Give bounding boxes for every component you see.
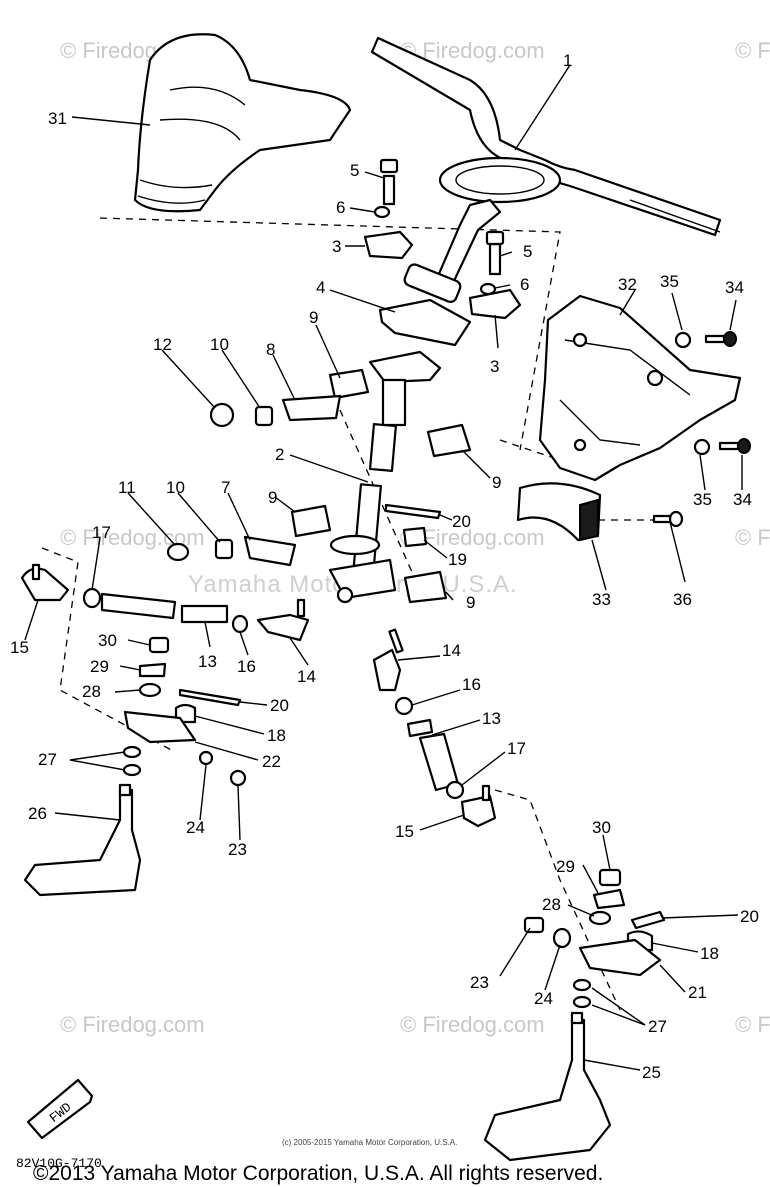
callout-8: 8: [266, 340, 275, 359]
callout-7: 7: [221, 478, 230, 497]
callout-29: 29: [90, 657, 109, 676]
part-bolts-right: [652, 331, 751, 528]
fine-print: (c) 2005-2015 Yamaha Motor Corporation, …: [282, 1138, 457, 1147]
callout-20: 20: [452, 512, 471, 531]
callout-5: 5: [350, 161, 359, 180]
callout-26: 26: [28, 804, 47, 823]
callout-3: 3: [490, 357, 499, 376]
callout-29: 29: [556, 857, 575, 876]
callout-10: 10: [166, 478, 185, 497]
part-pins: [384, 503, 442, 548]
drawing-code: 82V10G-7170: [16, 1156, 102, 1171]
callout-6: 6: [520, 275, 529, 294]
callout-22: 22: [262, 752, 281, 771]
callout-34: 34: [733, 490, 752, 509]
callout-6: 6: [336, 198, 345, 217]
callout-33: 33: [592, 590, 611, 609]
part-bushings: [166, 368, 472, 604]
callout-20: 20: [270, 696, 289, 715]
callout-2: 2: [275, 445, 284, 464]
callout-13: 13: [482, 709, 501, 728]
callout-25: 25: [642, 1063, 661, 1082]
watermark-site: © Firedog.com: [60, 1012, 205, 1037]
callout-17: 17: [507, 739, 526, 758]
callout-15: 15: [395, 822, 414, 841]
callout-20: 20: [740, 907, 759, 926]
leader-lines: [24, 64, 743, 1071]
callout-1: 1: [563, 51, 572, 70]
watermark-site: © Firedog.com: [735, 525, 770, 550]
callout-15: 15: [10, 638, 29, 657]
watermark-site: © Firedog.com: [735, 1012, 770, 1037]
callout-23: 23: [470, 973, 489, 992]
part-frame-bracket: [538, 294, 742, 482]
callout-12: 12: [153, 335, 172, 354]
callout-5: 5: [523, 242, 532, 261]
part-pad: [516, 482, 602, 542]
callout-16: 16: [462, 675, 481, 694]
callout-9: 9: [466, 593, 475, 612]
callout-17: 17: [92, 523, 111, 542]
callout-28: 28: [82, 682, 101, 701]
callout-18: 18: [700, 944, 719, 963]
callout-16: 16: [237, 657, 256, 676]
callout-35: 35: [693, 490, 712, 509]
callout-32: 32: [618, 275, 637, 294]
callout-9: 9: [309, 308, 318, 327]
part-steering-column: [328, 350, 442, 604]
callout-36: 36: [673, 590, 692, 609]
watermark-site: © Firedog.com: [400, 1012, 545, 1037]
callout-9: 9: [268, 488, 277, 507]
callout-14: 14: [297, 667, 316, 686]
callout-24: 24: [186, 818, 205, 837]
callout-14: 14: [442, 641, 461, 660]
callout-10: 10: [210, 335, 229, 354]
callout-30: 30: [98, 631, 117, 650]
part-tie-rod-left: [20, 563, 310, 642]
callout-18: 18: [267, 726, 286, 745]
callout-35: 35: [660, 272, 679, 291]
callout-numbers: 1 2 3 3 4 5 5 6 6 7 8 9 9 9 9 10 10 11 1…: [10, 51, 759, 1082]
part-knuckle-left: [23, 636, 247, 897]
callout-11: 11: [118, 478, 136, 497]
callout-34: 34: [725, 278, 744, 297]
callout-4: 4: [316, 278, 325, 297]
callout-27: 27: [38, 750, 57, 769]
part-tie-rod-right: [372, 628, 497, 828]
callout-28: 28: [542, 895, 561, 914]
callout-3: 3: [332, 237, 341, 256]
callout-21: 21: [688, 983, 707, 1002]
callout-23: 23: [228, 840, 247, 859]
fwd-arrow-icon: FWD: [26, 1078, 94, 1140]
callout-9: 9: [492, 473, 501, 492]
callout-24: 24: [534, 989, 553, 1008]
callout-30: 30: [592, 818, 611, 837]
callout-19: 19: [448, 550, 467, 569]
part-handlebar: [370, 36, 722, 303]
part-steering-cover: [133, 33, 352, 213]
callout-27: 27: [648, 1017, 667, 1036]
part-knuckle-right: [483, 868, 666, 1162]
callout-31: 31: [48, 109, 67, 128]
watermark-site: © Firedog.com: [735, 38, 770, 63]
part-holders: [363, 158, 522, 347]
copyright-notice: ©2013 Yamaha Motor Corporation, U.S.A. A…: [33, 1162, 603, 1185]
callout-13: 13: [198, 652, 217, 671]
